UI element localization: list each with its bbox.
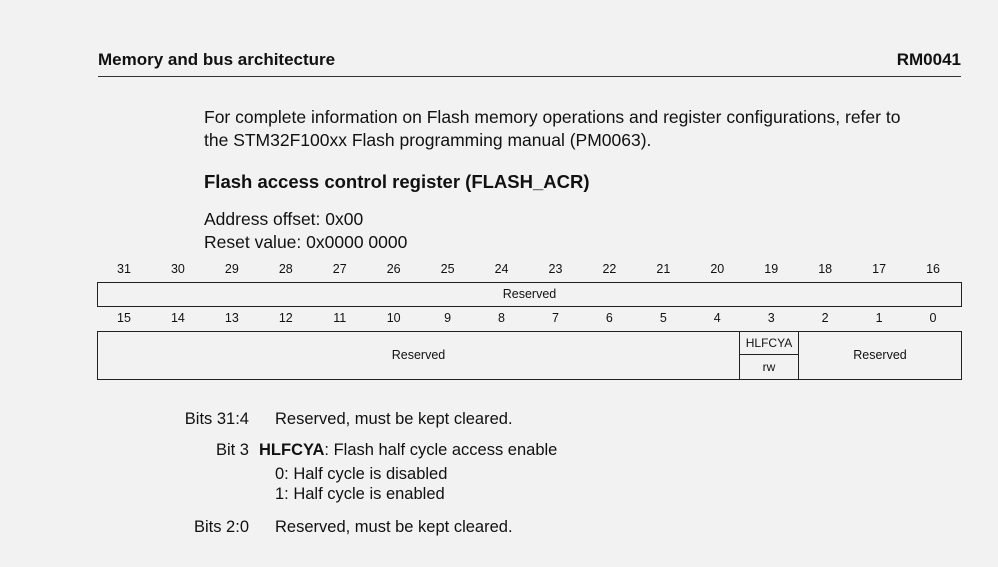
hlfcya-field: HLFCYA rw xyxy=(740,332,799,379)
register-info: Address offset: 0x00 Reset value: 0x0000… xyxy=(204,208,407,254)
bit-number: 14 xyxy=(170,311,185,325)
register-title: Flash access control register (FLASH_ACR… xyxy=(204,171,590,192)
intro-line-2: the STM32F100xx Flash programming manual… xyxy=(204,130,652,150)
register-upper-row: Reserved xyxy=(97,282,962,307)
bit-number: 10 xyxy=(386,311,401,325)
bit-number: 30 xyxy=(170,262,185,276)
reserved-label: Reserved xyxy=(391,348,446,362)
bit-number: 20 xyxy=(710,262,725,276)
bit-number: 3 xyxy=(767,311,775,325)
bits-label: Bits 2:0 xyxy=(193,518,249,536)
register-lower-row: Reserved HLFCYA rw Reserved xyxy=(97,331,962,380)
bits-text: Reserved, must be kept cleared. xyxy=(275,518,513,536)
bit-number: 4 xyxy=(713,311,721,325)
bit-3-heading: HLFCYA: Flash half cycle access enable xyxy=(259,440,557,461)
bit-number: 28 xyxy=(278,262,293,276)
bit-number: 8 xyxy=(498,311,505,325)
hlfcya-access: rw xyxy=(762,360,776,374)
bit-number: 0 xyxy=(929,311,937,325)
section-title: Memory and bus architecture xyxy=(98,50,336,69)
bit-number: 31 xyxy=(117,262,131,276)
bit-number: 2 xyxy=(821,311,829,325)
bit-number: 9 xyxy=(444,311,452,325)
field-name: HLFCYA xyxy=(259,441,325,459)
bit-number: 21 xyxy=(656,262,671,276)
upper-bit-numbers: 31 30 29 28 27 26 25 24 23 22 21 20 19 18 17 16 xyxy=(97,262,962,278)
bit-number: 23 xyxy=(548,262,563,276)
bit-number: 5 xyxy=(659,311,667,325)
option-0: 0: Half cycle is disabled xyxy=(275,465,448,483)
hlfcya-name: HLFCYA xyxy=(740,332,798,355)
bits-label: Bits 31:4 xyxy=(184,410,249,428)
bit-number: 1 xyxy=(875,311,883,325)
bit-number: 11 xyxy=(333,311,347,325)
bit-number: 12 xyxy=(278,311,293,325)
intro-paragraph: For complete information on Flash memory… xyxy=(204,106,964,152)
page-header: Memory and bus architecture RM0041 xyxy=(98,48,961,77)
intro-line-1: For complete information on Flash memory… xyxy=(204,107,901,127)
bit-number: 25 xyxy=(440,262,455,276)
bit-number: 22 xyxy=(602,262,617,276)
bit-number: 27 xyxy=(332,262,347,276)
field-text: : Flash half cycle access enable xyxy=(324,441,558,459)
reserved-field-lower-high: Reserved xyxy=(98,332,740,379)
option-1: 1: Half cycle is enabled xyxy=(275,485,445,503)
address-offset: Address offset: 0x00 xyxy=(204,209,364,229)
bit-number: 19 xyxy=(764,262,779,276)
bit-3-description: Bit 3 HLFCYA: Flash half cycle access en… xyxy=(139,440,839,506)
bit-number: 26 xyxy=(386,262,401,276)
bit-number: 18 xyxy=(818,262,833,276)
reserved-label: Reserved xyxy=(853,348,907,362)
bit-number: 24 xyxy=(494,262,509,276)
reserved-field-lower-low: Reserved xyxy=(799,332,961,379)
bit-number: 16 xyxy=(926,262,940,276)
reset-value: Reset value: 0x0000 0000 xyxy=(204,232,408,252)
bit-number: 13 xyxy=(224,311,239,325)
bit-number: 6 xyxy=(605,311,613,325)
bits-text: Reserved, must be kept cleared. xyxy=(275,410,513,428)
bits-2-0-description: Bits 2:0 Reserved, must be kept cleared. xyxy=(139,517,839,539)
bits-label: Bit 3 xyxy=(215,441,249,459)
reserved-field-upper: Reserved xyxy=(502,287,557,301)
bit-number: 29 xyxy=(224,262,239,276)
bit-number: 7 xyxy=(551,311,559,325)
bit-number: 17 xyxy=(872,262,887,276)
bits-31-4-description: Bits 31:4 Reserved, must be kept cleared… xyxy=(139,409,839,431)
bit-number: 15 xyxy=(117,311,131,325)
document-id: RM0041 xyxy=(896,50,961,69)
